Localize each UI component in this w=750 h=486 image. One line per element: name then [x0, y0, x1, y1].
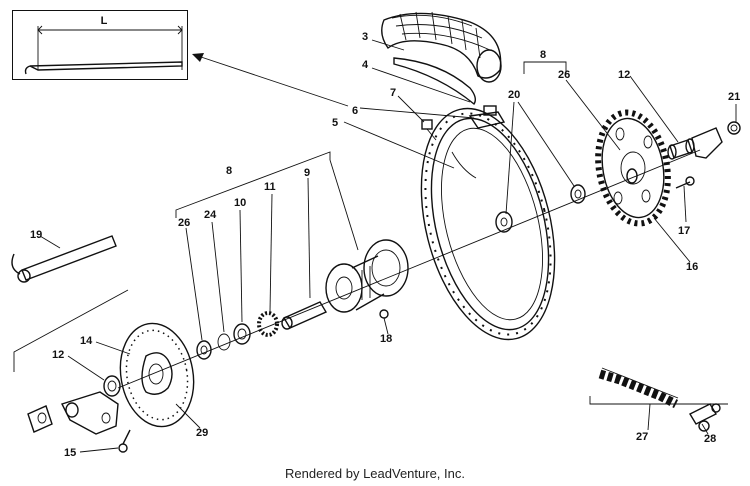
bracket-8-top: [523, 61, 567, 74]
rim: [420, 107, 556, 341]
master-link: [689, 403, 721, 432]
callout-27: 27: [636, 431, 648, 443]
callout-18: 18: [380, 333, 392, 345]
callout-15: 15: [64, 447, 76, 459]
callout-17: 17: [678, 225, 690, 237]
callout-26-top: 26: [558, 69, 570, 81]
chain-adjuster: [691, 121, 741, 159]
right-spacer: [667, 138, 695, 160]
callout-5: 5: [332, 117, 338, 129]
callout-28: 28: [704, 433, 716, 445]
bracket-27-group: [589, 396, 728, 405]
tire: [381, 11, 502, 83]
bearing-11: [257, 311, 279, 337]
callout-16: 16: [686, 261, 698, 273]
inset-pointer-arrow: [192, 53, 204, 62]
right-bearing: [570, 184, 586, 204]
callout-14: 14: [80, 335, 93, 347]
spacer-tube: [281, 301, 328, 330]
left-bearing: [495, 211, 513, 233]
seal-26: [196, 340, 212, 360]
hub: [325, 239, 409, 313]
callout-8-top: 8: [540, 49, 546, 61]
rear-sprocket: [595, 109, 671, 227]
bracket-8-left: [175, 151, 331, 218]
axle-clamp: [27, 405, 53, 433]
callout-8-left: 8: [226, 165, 232, 177]
callout-24: 24: [204, 209, 217, 221]
callout-19: 19: [30, 229, 42, 241]
callout-26-left: 26: [178, 217, 190, 229]
callout-20: 20: [508, 89, 520, 101]
callout-6: 6: [352, 105, 358, 117]
callout-12-left: 12: [52, 349, 64, 361]
disc-bolt: [118, 429, 131, 453]
bearing-10: [233, 323, 251, 345]
bracket-19-group: [13, 289, 129, 372]
hub-nut: [379, 309, 389, 319]
circlip-24: [217, 333, 231, 351]
axle: [11, 235, 117, 283]
spoke-length-inset: [12, 10, 188, 80]
callout-7: 7: [390, 87, 396, 99]
callout-4: 4: [362, 59, 369, 71]
callout-29: 29: [196, 427, 208, 439]
axle-block: [61, 391, 119, 435]
brake-disc: [119, 322, 195, 428]
callout-11: 11: [264, 181, 276, 193]
sprocket-bolt: [675, 176, 695, 189]
callout-12-right: 12: [618, 69, 630, 81]
rim-strip: [393, 57, 477, 106]
dimension-label-l: L: [101, 15, 108, 27]
callout-3: 3: [362, 31, 368, 43]
callout-21: 21: [728, 91, 740, 103]
spoke-dimension-graphic: [24, 25, 183, 75]
left-spacer: [103, 375, 121, 397]
callout-10: 10: [234, 197, 246, 209]
drive-chain: [598, 367, 679, 409]
render-credit: Rendered by LeadVenture, Inc.: [285, 466, 465, 481]
callout-9: 9: [304, 167, 310, 179]
